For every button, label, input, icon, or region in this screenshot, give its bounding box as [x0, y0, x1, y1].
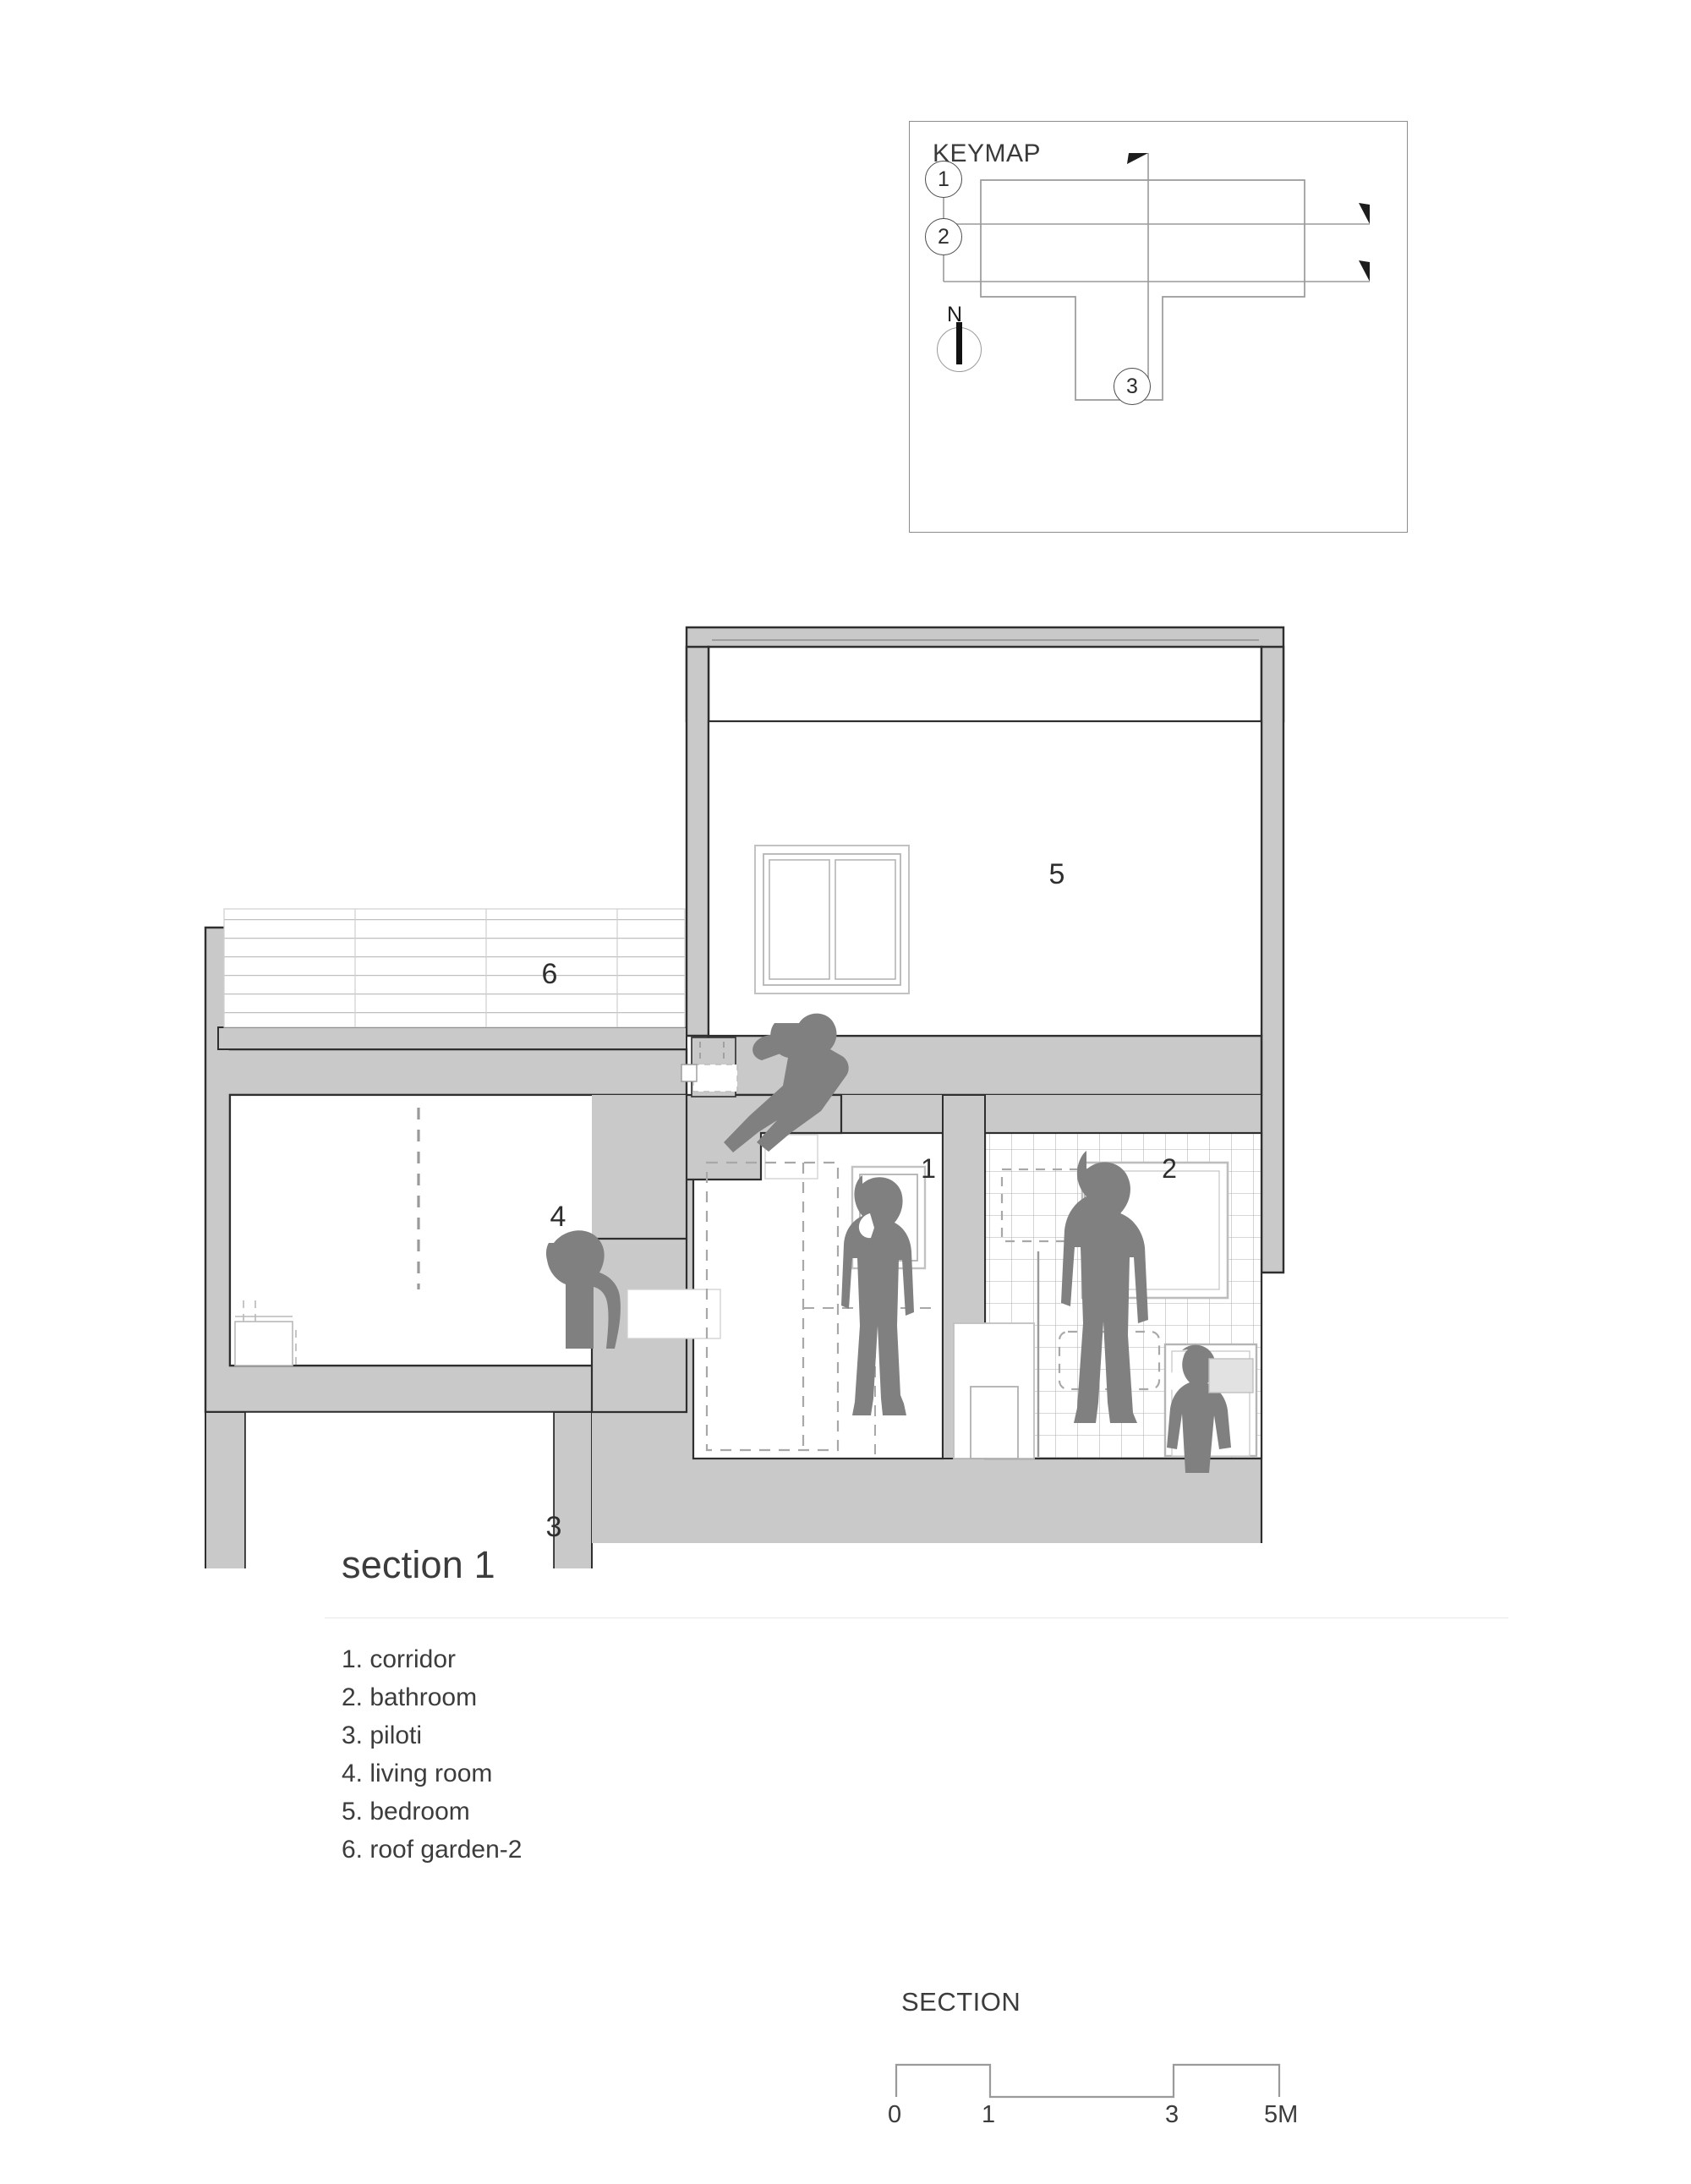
bedroom-left-wall: [685, 645, 710, 1037]
scale-bar-ticks: 0 1 3 5M: [888, 2101, 1334, 2135]
legend-list: 1. corridor 2. bathroom 3. piloti 4. liv…: [342, 1640, 933, 1869]
room-tag-4: 4: [550, 1201, 566, 1233]
north-label: N: [947, 303, 963, 326]
roof-garden-hatch: [224, 909, 685, 1027]
north-arrow-icon: N: [933, 303, 985, 375]
scale-tick-5m: 5M: [1264, 2101, 1299, 2128]
scale-tick-1: 1: [982, 2101, 996, 2128]
stair-tread-lower: [627, 1289, 721, 1339]
room-tag-3: 3: [546, 1511, 562, 1543]
window-assembly: [754, 845, 910, 994]
legend-item: 3. piloti: [342, 1721, 423, 1749]
title-divider: [325, 1617, 1508, 1618]
legend-item: 1. corridor: [342, 1645, 457, 1673]
scale-bar-label: SECTION: [901, 1987, 1021, 2017]
legend-item: 5. bedroom: [342, 1798, 470, 1825]
right-exterior-wall: [1260, 645, 1285, 1274]
figure-in-bathtub: [1167, 1344, 1254, 1473]
room-tag-5: 5: [1049, 858, 1065, 890]
room-3-piloti-void: [244, 1411, 555, 1568]
room-tag-6: 6: [542, 958, 558, 990]
roof-parapet: [685, 626, 1285, 723]
scale-bar-graphic: [895, 2063, 1281, 2099]
scale-tick-0: 0: [888, 2101, 902, 2128]
piloti-wall-left: [205, 1411, 246, 1568]
legend-item: 6. roof garden-2: [342, 1836, 523, 1864]
scale-bar-block: SECTION 0 1 3 5M: [888, 1987, 1334, 2156]
keymap-frame: [909, 121, 1408, 533]
legend-item: 2. bathroom: [342, 1683, 478, 1711]
keymap-marker-3[interactable]: 3: [1114, 368, 1151, 405]
figure-standing-corridor: [841, 1175, 914, 1415]
room-tag-1: 1: [921, 1153, 936, 1184]
room-tag-2: 2: [1162, 1153, 1177, 1184]
keymap-marker-2[interactable]: 2: [925, 218, 962, 255]
living-room-details: [234, 1108, 420, 1366]
roof-garden-outline: [223, 908, 686, 1028]
keymap-panel: KEYMAP 1 2 3 N: [909, 121, 1408, 533]
north-needle: [956, 322, 962, 364]
figure-seated-reading: [724, 1013, 849, 1152]
central-spine-wall: [553, 1411, 593, 1568]
door-jamb-detail: [681, 1037, 738, 1097]
figure-standing-bathroom: [1061, 1151, 1148, 1423]
keymap-marker-1[interactable]: 1: [925, 161, 962, 198]
section-drawing: 6 5 4 3 1 2: [204, 626, 1285, 1568]
legend-item: 4. living room: [342, 1760, 493, 1787]
scale-tick-3: 3: [1165, 2101, 1179, 2128]
figure-crouching-on-step: [545, 1230, 621, 1349]
page-title: section 1: [342, 1543, 495, 1586]
roof-garden-slab: [217, 1026, 687, 1050]
